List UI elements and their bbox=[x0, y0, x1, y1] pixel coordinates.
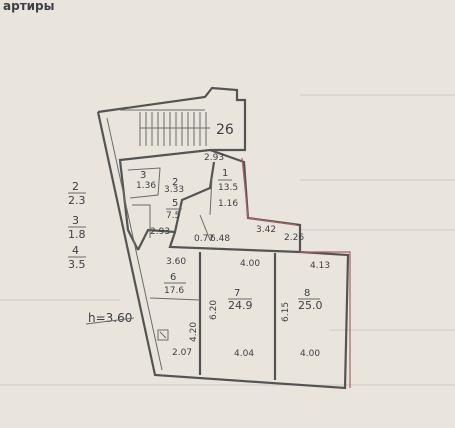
svg-text:3: 3 bbox=[72, 214, 79, 227]
room-8-label: 8 25.0 bbox=[298, 288, 323, 312]
dim-room8-bottom: 4.00 bbox=[300, 349, 320, 359]
dim-mid-a: 6.48 bbox=[210, 234, 230, 244]
dim-room6-bottom: 2.07 bbox=[172, 348, 192, 358]
svg-text:24.9: 24.9 bbox=[228, 299, 253, 312]
stair-steps bbox=[139, 112, 210, 146]
ceiling-height: h=3.60 bbox=[88, 311, 132, 325]
svg-text:8: 8 bbox=[304, 288, 310, 299]
svg-text:17.6: 17.6 bbox=[164, 286, 184, 296]
room-labels: 1 13.5 2 3 5 7.5 6 17.6 7 24.9 8 25.0 bbox=[140, 168, 323, 312]
legend-item: 4 3.5 bbox=[68, 244, 86, 271]
legend-item: 2 2.3 bbox=[68, 180, 86, 207]
room-2-label: 2 bbox=[172, 177, 178, 188]
svg-text:1.8: 1.8 bbox=[68, 228, 86, 241]
svg-text:1: 1 bbox=[222, 168, 228, 179]
svg-text:3: 3 bbox=[140, 170, 146, 181]
legend: 2 2.3 3 1.8 4 3.5 bbox=[68, 180, 86, 271]
interior-walls bbox=[127, 161, 301, 380]
dim-top-corridor: 2.93 bbox=[204, 153, 224, 163]
room-6-label: 6 17.6 bbox=[164, 272, 186, 296]
page-title: артиры bbox=[3, 0, 55, 13]
staircase-label: 26 bbox=[216, 122, 234, 138]
dim-side-a: 1.16 bbox=[218, 199, 238, 209]
room-7-label: 7 24.9 bbox=[228, 288, 253, 312]
dim-small-a: 1.36 bbox=[136, 181, 156, 191]
dim-upper-mid: 3.33 bbox=[164, 185, 184, 195]
dim-small-b: 2.93 bbox=[150, 227, 170, 237]
svg-text:13.5: 13.5 bbox=[218, 183, 238, 193]
svg-text:2: 2 bbox=[172, 177, 178, 188]
svg-text:3.5: 3.5 bbox=[68, 258, 86, 271]
svg-text:7.5: 7.5 bbox=[166, 211, 180, 221]
dim-top-right: 3.42 bbox=[256, 225, 276, 235]
svg-text:25.0: 25.0 bbox=[298, 299, 323, 312]
svg-text:6: 6 bbox=[170, 272, 176, 283]
background-lines bbox=[0, 94, 455, 386]
svg-text:2.3: 2.3 bbox=[68, 194, 86, 207]
dim-room6-side: 4.20 bbox=[189, 322, 199, 342]
staircase: 26 bbox=[97, 86, 247, 152]
dim-room7-side: 6.20 bbox=[209, 300, 219, 320]
dim-room7-bottom: 4.04 bbox=[234, 349, 254, 359]
svg-text:5: 5 bbox=[172, 198, 178, 209]
svg-text:7: 7 bbox=[234, 288, 240, 299]
dimension-labels: 2.93 3.33 1.36 2.93 1.16 3.42 6.48 2.26 … bbox=[136, 153, 330, 359]
dim-room8-top: 4.13 bbox=[310, 261, 330, 271]
room-5-label: 5 7.5 bbox=[166, 198, 182, 221]
dim-mid-b: 2.26 bbox=[284, 233, 304, 243]
dim-room8-side: 6.15 bbox=[281, 302, 291, 322]
room-3-label: 3 bbox=[140, 170, 146, 181]
dim-mid-c: 0.77 bbox=[194, 234, 214, 244]
svg-text:2: 2 bbox=[72, 180, 79, 193]
dim-room6-top: 3.60 bbox=[166, 257, 186, 267]
room-1-label: 1 13.5 bbox=[218, 168, 238, 193]
dim-room7-top: 4.00 bbox=[240, 259, 260, 269]
legend-item: 3 1.8 bbox=[68, 214, 86, 241]
apartment-walls bbox=[96, 111, 351, 390]
svg-text:4: 4 bbox=[72, 244, 79, 257]
